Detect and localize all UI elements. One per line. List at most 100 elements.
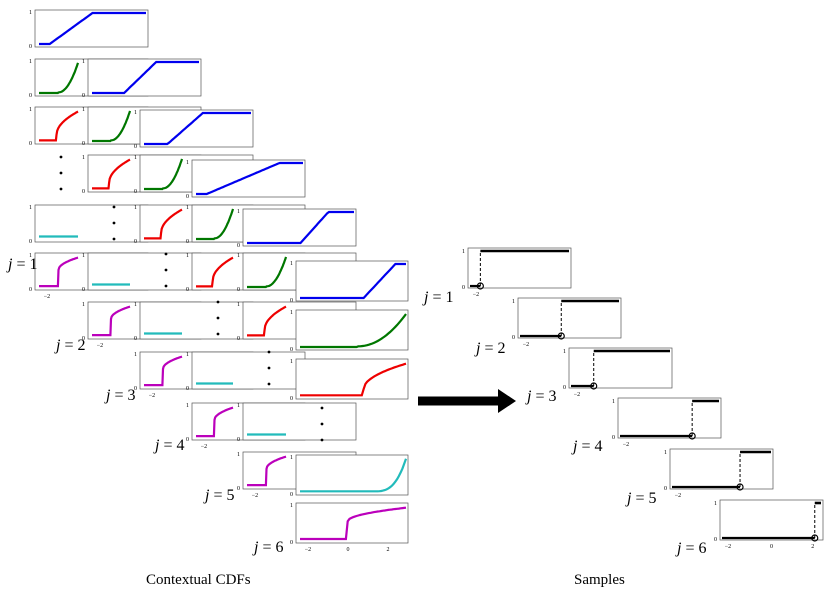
sample-panel-6-xtick-0: 0 <box>770 544 773 550</box>
cdf-col6-cyan-ytick-0: 0 <box>290 492 293 498</box>
cdf-col3-red-curve <box>144 208 183 240</box>
cdf-col5-blue: 01 <box>237 208 357 249</box>
j-label-cdf-4: j = 4 <box>155 437 185 454</box>
sample-panel-2: 01−2 <box>512 297 622 348</box>
cdf-col4-magenta-ytick-1: 1 <box>186 403 189 409</box>
sample-panel-2-ytick-0: 0 <box>512 335 515 341</box>
cdf-col4-ellipsis-dot-2 <box>216 316 220 320</box>
j-label-cdf-5: j = 5 <box>205 487 235 504</box>
cdf-col1-magenta-ytick-0: 0 <box>29 287 32 293</box>
sample-panel-5-xtick-neg2: −2 <box>675 493 681 499</box>
cdf-col4-magenta-ytick-0: 0 <box>186 437 189 443</box>
sample-panel-6-frame <box>719 499 824 541</box>
cdf-col6-red-ytick-0: 0 <box>290 396 293 402</box>
sample-panel-5: 01−2 <box>664 448 774 499</box>
cdf-col5-magenta-ytick-1: 1 <box>237 452 240 458</box>
sample-panel-3-frame <box>568 347 673 389</box>
cdf-col5-magenta-ytick-0: 0 <box>237 486 240 492</box>
cdf-col1-xtick-neg2: −2 <box>44 294 50 300</box>
cdf-col3-ellipsis-dot-1 <box>164 252 168 256</box>
cdf-col4-blue-ytick-1: 1 <box>186 160 189 166</box>
j-label-sample-3: j = 3 <box>527 388 557 405</box>
sample-panel-4-frame <box>617 397 722 439</box>
j-label-sample-1: j = 1 <box>424 289 454 306</box>
cdf-col1-red-ytick-1: 1 <box>29 107 32 113</box>
cdf-col2-green-ytick-1: 1 <box>82 107 85 113</box>
cdf-col3-magenta-ytick-1: 1 <box>134 352 137 358</box>
j-label-sample-2: j = 2 <box>476 340 506 357</box>
cdf-col2-cyan: 01 <box>82 252 202 293</box>
caption-samples: Samples <box>574 572 625 588</box>
sample-panel-6-ytick-1: 1 <box>714 501 717 507</box>
cdf-col6-blue-ytick-0: 0 <box>290 298 293 304</box>
cdf-col2-magenta-ytick-0: 0 <box>82 336 85 342</box>
cdf-col4-blue-ytick-0: 0 <box>186 194 189 200</box>
cdf-col6-green: 01 <box>290 309 409 353</box>
sample-panel-4-xtick-neg2: −2 <box>623 442 629 448</box>
cdf-col4-green-ytick-0: 0 <box>186 239 189 245</box>
cdf-col1-ellipsis-dot-2 <box>59 171 63 175</box>
sample-panel-5-sample-marker <box>736 483 744 491</box>
cdf-col2-red-ytick-1: 1 <box>82 155 85 161</box>
j-label-cdf-6: j = 6 <box>254 539 284 556</box>
cdf-col5-green-ytick-0: 0 <box>237 287 240 293</box>
cdf-col3-green-curve <box>144 158 184 191</box>
cdf-col2-blue-ytick-0: 0 <box>82 93 85 99</box>
cdf-col1-red-ytick-0: 0 <box>29 141 32 147</box>
cdf-col4-cyan-ytick-1: 1 <box>186 352 189 358</box>
cdf-col4-magenta-curve <box>196 406 234 438</box>
cdf-col4-xtick-neg2: −2 <box>201 444 207 450</box>
sample-panel-3-ytick-0: 0 <box>563 385 566 391</box>
cdf-col1-magenta-ytick-1: 1 <box>29 253 32 259</box>
cdf-col1-green-curve <box>39 62 80 95</box>
cdf-col2-blue-ytick-1: 1 <box>82 59 85 65</box>
cdf-col6-green-ytick-1: 1 <box>290 310 293 316</box>
cdf-col2-blue: 01 <box>82 58 202 99</box>
cdf-col3-blue-ytick-1: 1 <box>134 110 137 116</box>
cdf-col3-red-ytick-1: 1 <box>134 205 137 211</box>
cdf-col6-blue-curve <box>300 262 406 300</box>
cdf-col5-green-curve <box>247 256 288 289</box>
cdf-col2-xtick-neg2: −2 <box>97 343 103 349</box>
cdf-col6-blue-frame <box>295 260 409 302</box>
j-label-cdf-2: j = 2 <box>56 337 86 354</box>
cdf-col3-blue-curve <box>144 111 251 146</box>
cdf-col5-cyan-ytick-0: 0 <box>237 437 240 443</box>
cdf-col6-green-ytick-0: 0 <box>290 347 293 353</box>
cdf-col1-ellipsis-dot-3 <box>59 187 63 191</box>
cdf-col6-xtick-0: 0 <box>347 547 350 553</box>
sample-panel-6-xtick-neg2: −2 <box>725 544 731 550</box>
cdf-col6-blue-ytick-1: 1 <box>290 261 293 267</box>
sample-panel-5-frame <box>669 448 774 490</box>
cdf-col6-cyan-frame <box>295 454 409 496</box>
cdf-col4-blue-curve <box>196 161 303 196</box>
cdf-col1-cyan: 01 <box>29 204 149 245</box>
cdf-col3-xtick-neg2: −2 <box>149 393 155 399</box>
sample-panel-3-ytick-1: 1 <box>563 349 566 355</box>
cdf-col1-blue-ytick-1: 1 <box>29 10 32 16</box>
cdf-col2-cyan-ytick-1: 1 <box>82 253 85 259</box>
cdf-col1-blue: 01 <box>29 9 149 50</box>
cdf-col5-ellipsis-dot-2 <box>267 366 271 370</box>
cdf-col5-blue-frame <box>242 208 357 247</box>
cdf-col5-cyan-ytick-1: 1 <box>237 403 240 409</box>
caption-contextual-cdfs: Contextual CDFs <box>146 572 251 588</box>
sample-panel-4-ytick-0: 0 <box>612 435 615 441</box>
cdf-col2-cyan-ytick-0: 0 <box>82 287 85 293</box>
sample-panel-5-ytick-1: 1 <box>664 450 667 456</box>
j-label-cdf-1: j = 1 <box>8 256 38 273</box>
cdf-col4-blue-frame <box>191 159 306 198</box>
cdf-col2-green-curve <box>92 110 132 143</box>
cdf-col6-red: 01 <box>290 358 409 402</box>
sample-panel-4-ytick-1: 1 <box>612 399 615 405</box>
cdf-col2-blue-frame <box>87 58 202 97</box>
sample-panel-6-ytick-0: 0 <box>714 537 717 543</box>
cdf-col1-blue-ytick-0: 0 <box>29 44 32 50</box>
cdf-col5-xtick-neg2: −2 <box>252 493 258 499</box>
sample-panel-4: 0 1 −2 <box>612 397 722 448</box>
cdf-col2-blue-curve <box>92 60 199 95</box>
sample-panel-2-sample-marker <box>557 332 565 340</box>
sample-panel-3-sample-marker <box>590 382 598 390</box>
cdf-col5-green-ytick-1: 1 <box>237 253 240 259</box>
